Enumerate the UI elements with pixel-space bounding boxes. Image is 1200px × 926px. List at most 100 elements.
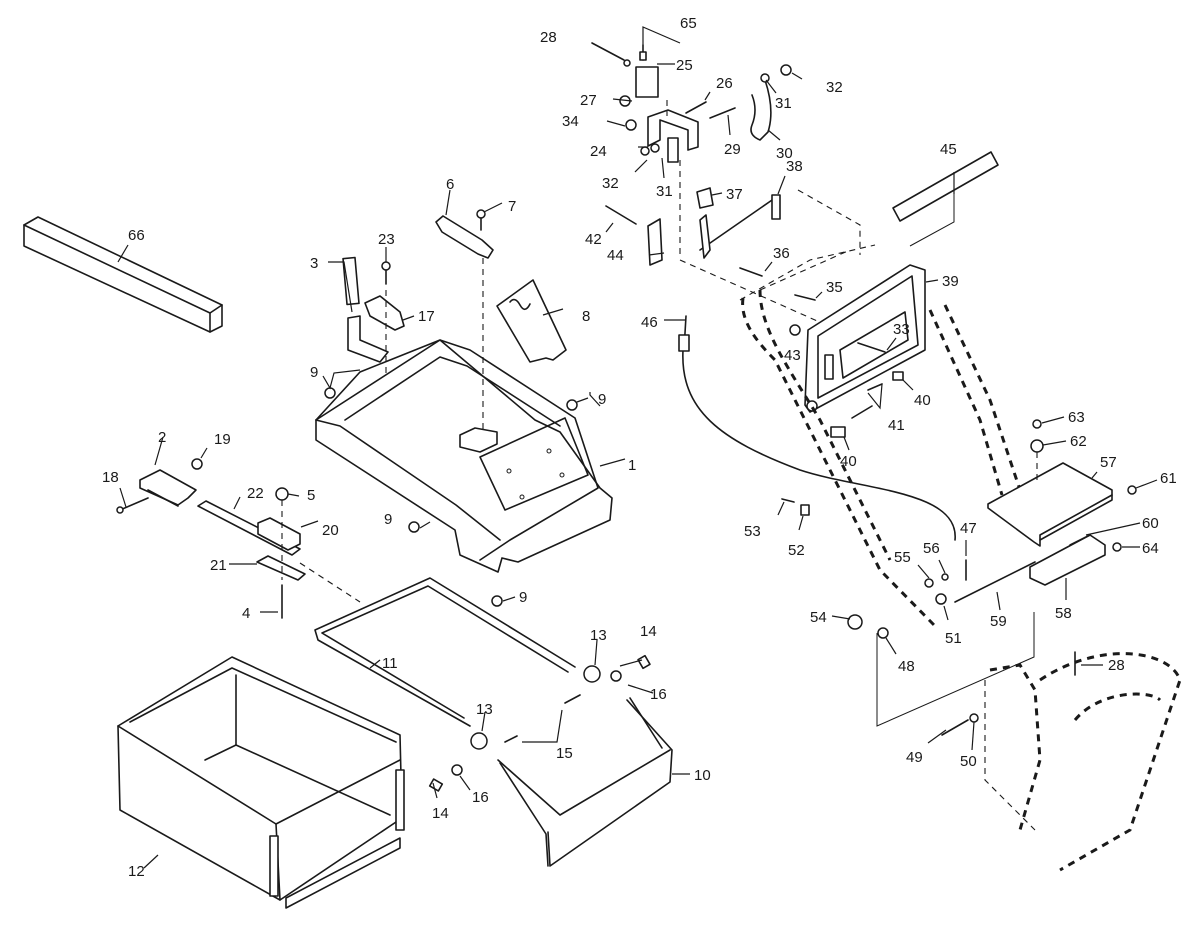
callout-39: 39 — [942, 273, 959, 290]
bolt-49 — [941, 719, 969, 736]
bolt-15a — [564, 694, 581, 704]
callout-7: 7 — [508, 198, 516, 215]
nut-34 — [625, 119, 637, 131]
nut-48 — [877, 627, 889, 639]
part-rod-11 — [299, 562, 576, 727]
leader-lines — [117, 63, 1158, 869]
spring-30 — [750, 79, 772, 141]
callout-16b: 16 — [472, 789, 489, 806]
callout-50: 50 — [960, 753, 977, 770]
part-decal-45 — [892, 151, 999, 247]
nut-5 — [275, 487, 289, 501]
callout-14a: 14 — [640, 623, 657, 640]
part-foam-block — [23, 216, 223, 333]
nut-61 — [1127, 485, 1137, 495]
nut-64 — [1112, 542, 1122, 552]
callout-40a: 40 — [914, 392, 931, 409]
callout-34: 34 — [562, 113, 579, 130]
callout-13b: 13 — [476, 701, 493, 718]
callout-55: 55 — [894, 549, 911, 566]
clamp-13a — [583, 665, 601, 683]
part-60 — [1069, 534, 1091, 546]
pin-29 — [709, 107, 736, 119]
callout-1: 1 — [628, 457, 636, 474]
callout-45: 45 — [940, 141, 957, 158]
callout-26: 26 — [716, 75, 733, 92]
bolt-36 — [739, 267, 763, 277]
clip-52 — [800, 504, 810, 516]
callout-42: 42 — [585, 231, 602, 248]
callout-35: 35 — [826, 279, 843, 296]
part-switch-25 — [635, 44, 659, 98]
callout-48: 48 — [898, 658, 915, 675]
callout-46: 46 — [641, 314, 658, 331]
callout-33: 33 — [893, 321, 910, 338]
callout-labels: 1 2 3 4 5 6 7 8 9 9 9 9 10 11 12 13 13 1… — [102, 15, 1177, 880]
callout-12: 12 — [128, 863, 145, 880]
callout-28a: 28 — [540, 29, 557, 46]
part-pin-18 — [116, 497, 149, 514]
part-20 — [257, 517, 301, 551]
callout-57: 57 — [1100, 454, 1117, 471]
callout-4: 4 — [242, 605, 250, 622]
part-lever-plate-57 — [987, 462, 1113, 547]
handle-outline — [739, 244, 1022, 628]
nut-16a — [610, 670, 622, 682]
callout-31a: 31 — [656, 183, 673, 200]
nut-55 — [924, 578, 934, 588]
washer-31a — [650, 143, 660, 153]
callout-9c: 9 — [384, 511, 392, 528]
callout-61: 61 — [1160, 470, 1177, 487]
callout-13a: 13 — [590, 627, 607, 644]
pin-14a — [637, 654, 651, 670]
callout-30: 30 — [776, 145, 793, 162]
washer-50 — [969, 713, 979, 723]
callout-41: 41 — [888, 417, 905, 434]
callout-25: 25 — [676, 57, 693, 74]
bushing-62 — [1030, 439, 1044, 453]
wire-28 — [591, 42, 631, 67]
part-screw-7 — [476, 209, 486, 231]
callout-22: 22 — [247, 485, 264, 502]
callout-8: 8 — [582, 308, 590, 325]
callout-62: 62 — [1070, 433, 1087, 450]
callout-51: 51 — [945, 630, 962, 647]
bolt-42 — [605, 205, 637, 225]
callout-58: 58 — [1055, 605, 1072, 622]
callout-63: 63 — [1068, 409, 1085, 426]
callout-37: 37 — [726, 186, 743, 203]
knob-54 — [847, 614, 863, 630]
callout-19: 19 — [214, 431, 231, 448]
callout-10: 10 — [694, 767, 711, 784]
part-seat-pan-cover — [315, 339, 613, 573]
part-grass-bag — [117, 656, 405, 909]
callout-36: 36 — [773, 245, 790, 262]
callout-6: 6 — [446, 176, 454, 193]
part-44 — [647, 218, 663, 266]
nut-16b — [451, 764, 463, 776]
nut-9c — [408, 521, 420, 533]
callout-29: 29 — [724, 141, 741, 158]
callout-40b: 40 — [840, 453, 857, 470]
callout-66: 66 — [128, 227, 145, 244]
callout-9a: 9 — [310, 364, 318, 381]
part-17 — [364, 295, 405, 331]
callout-44: 44 — [607, 247, 624, 264]
part-control-panel — [804, 264, 926, 413]
part-plate-8 — [496, 279, 567, 363]
nut-56 — [941, 573, 949, 581]
nut-19 — [191, 458, 203, 470]
part-bracket-3 — [342, 256, 389, 363]
spacer-40a — [892, 371, 904, 381]
callout-14b: 14 — [432, 805, 449, 822]
bolt-26 — [685, 101, 707, 114]
nut-9a — [324, 387, 336, 399]
part-rod-38 — [679, 160, 861, 341]
rod-59 — [954, 561, 1036, 603]
part-37 — [696, 187, 714, 209]
spacer-40b — [830, 426, 846, 438]
callout-23: 23 — [378, 231, 395, 248]
callout-32a: 32 — [602, 175, 619, 192]
callout-17: 17 — [418, 308, 435, 325]
